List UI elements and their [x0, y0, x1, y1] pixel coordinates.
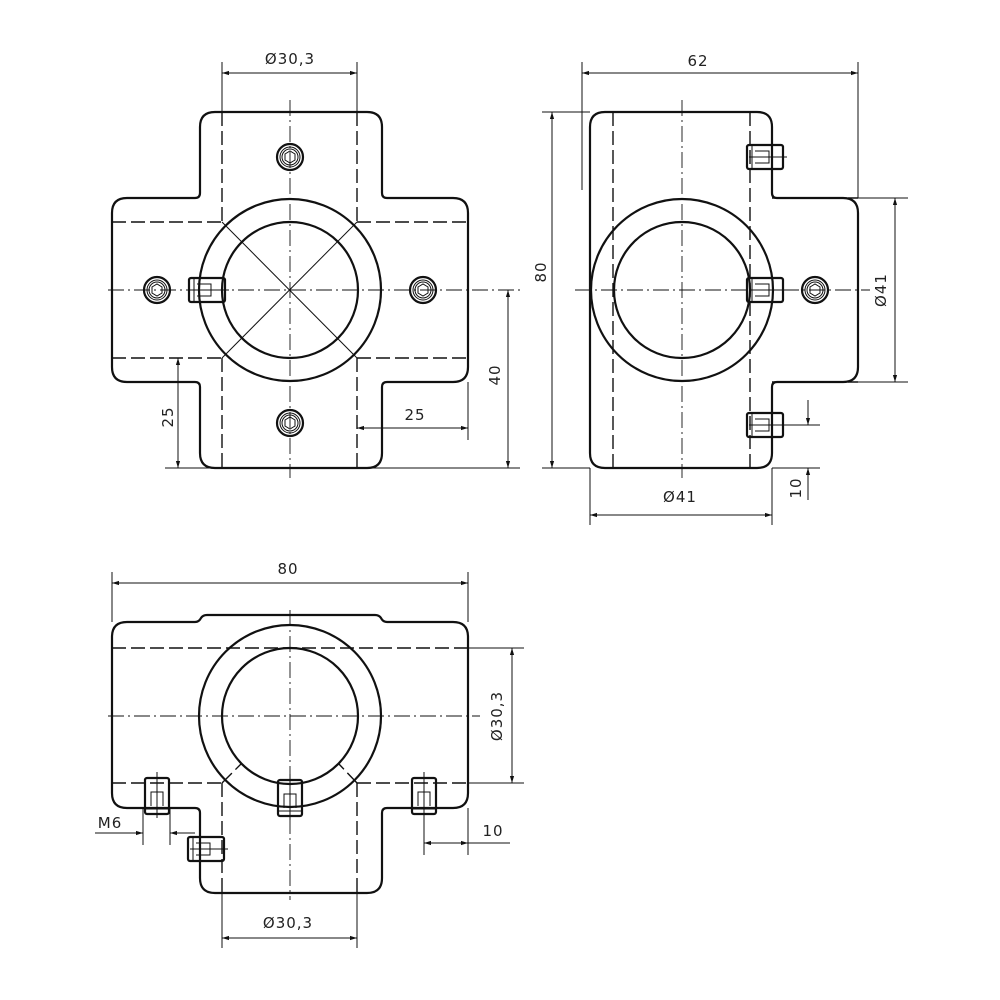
set-screw-icon: [745, 276, 789, 304]
front-view: Ø30,3 25 25 40: [108, 50, 520, 478]
dim-diameter-bottom: Ø41: [663, 488, 697, 506]
dim-diameter-top: Ø30,3: [265, 50, 315, 68]
dim-offset: 10: [787, 477, 805, 498]
dim-height: 80: [532, 261, 550, 282]
thread-label: M6: [98, 814, 123, 832]
side-view: 62 80 Ø41 Ø41 10: [532, 52, 908, 525]
top-view-outline: [110, 613, 470, 895]
dim-diameter-right: Ø41: [872, 273, 890, 307]
dim-right-vertical: 40: [486, 364, 504, 385]
top-view: 80 Ø30,3 Ø30,3 M6 10: [95, 560, 524, 948]
dim-width: 62: [687, 52, 708, 70]
set-screw-icon: [745, 143, 789, 171]
dim-diameter-right: Ø30,3: [488, 691, 506, 741]
dim-offset: 10: [482, 822, 503, 840]
dim-right-horizontal: 25: [404, 406, 425, 424]
dim-width: 80: [277, 560, 298, 578]
set-screw-icon: [276, 772, 304, 822]
dim-left: 25: [159, 406, 177, 427]
set-screw-icon: [143, 770, 171, 820]
dim-diameter-bottom: Ø30,3: [263, 914, 313, 932]
